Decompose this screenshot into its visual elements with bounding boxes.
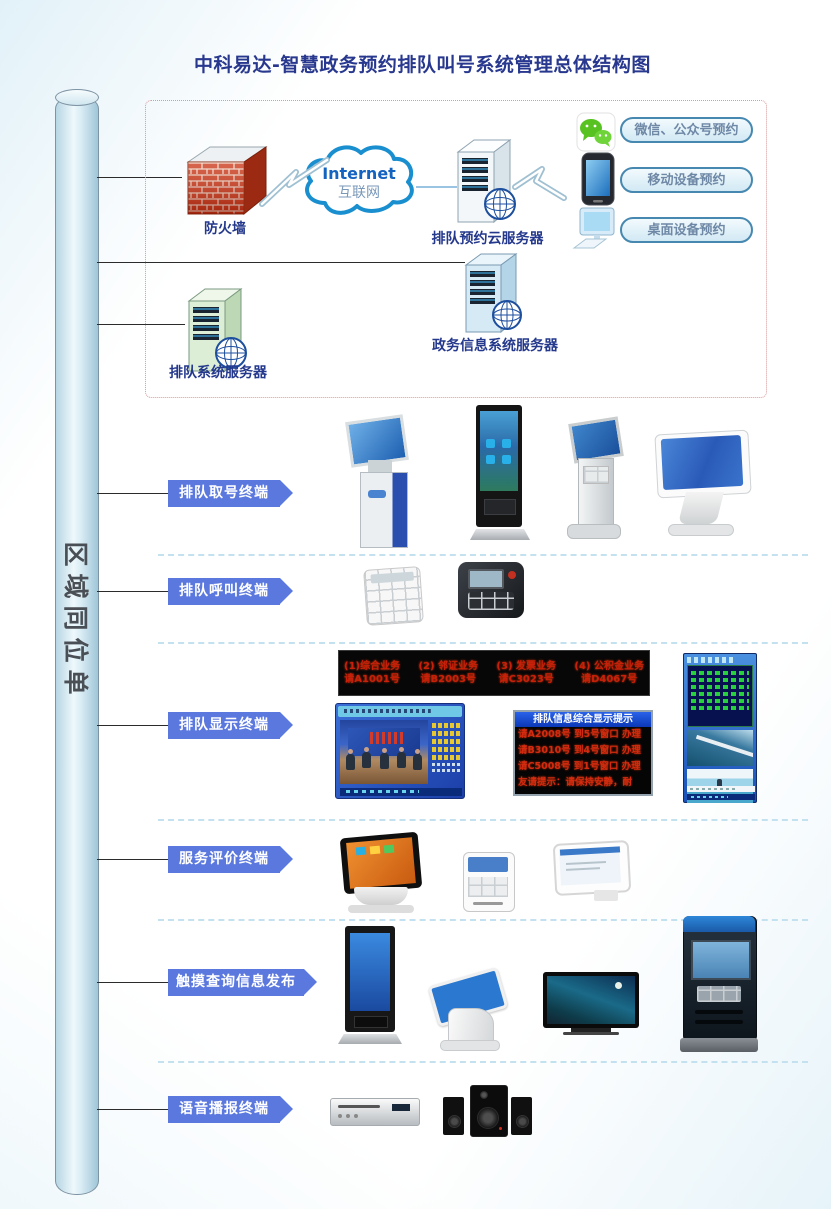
connector-line bbox=[97, 982, 168, 983]
row-separator bbox=[158, 819, 808, 821]
queue-info-display: 排队信息综合显示提示 请A2008号 到5号窗口 办理 请B3010号 到4号窗… bbox=[513, 710, 653, 796]
row-separator bbox=[158, 554, 808, 556]
channel-pill-desktop: 桌面设备预约 bbox=[620, 217, 753, 243]
pipe-label-char: 同 bbox=[61, 605, 90, 631]
gov-server-icon bbox=[464, 253, 522, 334]
led-number: 请D4067号 bbox=[581, 674, 638, 685]
connector-line bbox=[97, 493, 168, 494]
row-separator bbox=[158, 642, 808, 644]
hall-tv-queue-list bbox=[431, 720, 462, 784]
signage-queue-list bbox=[687, 665, 753, 727]
signage-ticker bbox=[687, 794, 755, 800]
desktop-icon bbox=[572, 207, 615, 249]
connector-line bbox=[97, 725, 168, 726]
led-number: 请C3023号 bbox=[498, 674, 554, 685]
channel-pill-wechat: 微信、公众号预约 bbox=[620, 117, 753, 143]
queue-server-icon bbox=[187, 288, 247, 373]
terminal-label-voice: 语音播报终端 bbox=[168, 1096, 293, 1123]
terminal-label-touch: 触摸查询信息发布 bbox=[168, 969, 317, 996]
hall-tv-video bbox=[340, 720, 428, 784]
info-display-header: 排队信息综合显示提示 bbox=[515, 712, 651, 727]
vertical-signage bbox=[683, 653, 757, 803]
channel-pill-mobile: 移动设备预约 bbox=[620, 167, 753, 193]
led-service: (2) 邻证业务 bbox=[418, 661, 479, 672]
ticket-kiosk-1 bbox=[340, 414, 425, 548]
info-display-line: 请C5008号 到1号窗口 办理 bbox=[518, 761, 641, 772]
mobile-icon bbox=[581, 152, 615, 206]
terminal-label-calling: 排队呼叫终端 bbox=[168, 578, 293, 605]
gov-server-label: 政务信息系统服务器 bbox=[432, 338, 558, 354]
region-pipe bbox=[55, 95, 99, 1195]
firewall-icon bbox=[186, 146, 268, 216]
terminal-label-evaluate: 服务评价终端 bbox=[168, 846, 293, 873]
touch-table-kiosk bbox=[426, 966, 509, 1051]
terminal-label-display: 排队显示终端 bbox=[168, 712, 293, 739]
led-board: (1)综合业务请A1001号 (2) 邻证业务请B2003号 (3) 发票业务请… bbox=[338, 650, 650, 696]
connector-line bbox=[97, 591, 168, 592]
pipe-label-char: 域 bbox=[61, 573, 90, 599]
diagram-title: 中科易达-智慧政务预约排队叫号系统管理总体结构图 bbox=[194, 54, 651, 76]
signage-titlebar bbox=[687, 657, 734, 663]
connector-line bbox=[97, 262, 465, 263]
pipe-label-char: 区 bbox=[61, 541, 90, 567]
internet-cloud: Internet 互联网 bbox=[305, 145, 414, 215]
led-number: 请A1001号 bbox=[344, 674, 400, 685]
info-display-line: 请B3010号 到4号窗口 办理 bbox=[518, 745, 641, 756]
led-service: (4) 公积金业务 bbox=[574, 661, 644, 672]
hall-tv-titlebar bbox=[338, 706, 462, 717]
voice-player bbox=[330, 1098, 420, 1126]
connector-line bbox=[97, 1109, 168, 1110]
hall-tv-ticker bbox=[340, 788, 462, 796]
cloud-zone-border bbox=[145, 100, 767, 398]
ticket-kiosk-3 bbox=[567, 416, 624, 542]
row-separator bbox=[158, 1061, 808, 1063]
connector-line bbox=[97, 859, 168, 860]
terminal-label-ticket: 排队取号终端 bbox=[168, 480, 293, 507]
cloud-server-label: 排队预约云服务器 bbox=[431, 231, 544, 247]
ticket-kiosk-2 bbox=[470, 405, 530, 548]
atm-kiosk bbox=[680, 916, 761, 1054]
led-service: (1)综合业务 bbox=[344, 661, 401, 672]
internet-cn-label: 互联网 bbox=[338, 185, 380, 201]
signage-caption bbox=[687, 786, 755, 792]
hall-display-tv bbox=[335, 703, 465, 799]
info-display-line: 友请提示：请保持安静，耐 bbox=[518, 777, 633, 788]
internet-label: Internet bbox=[322, 164, 396, 183]
ticket-kiosk-4 bbox=[652, 429, 754, 536]
firewall-label: 防火墙 bbox=[204, 221, 246, 237]
cloud-server-icon bbox=[456, 139, 516, 224]
led-service: (3) 发票业务 bbox=[496, 661, 557, 672]
evaluator-desk-unit bbox=[463, 852, 515, 912]
voice-speakers bbox=[443, 1083, 533, 1137]
evaluator-tablet-stand bbox=[339, 831, 425, 915]
pipe-label-char: 位 bbox=[61, 637, 90, 663]
led-number: 请B2003号 bbox=[420, 674, 476, 685]
calling-console bbox=[458, 562, 524, 618]
wechat-icon bbox=[576, 112, 616, 152]
region-pipe-cap bbox=[55, 89, 99, 106]
info-display-line: 请A2008号 到5号窗口 办理 bbox=[518, 729, 642, 740]
queue-server-label: 排队系统服务器 bbox=[169, 365, 267, 381]
info-tv bbox=[543, 972, 639, 1040]
touch-kiosk-vertical bbox=[338, 926, 402, 1052]
pipe-label-char: 单 bbox=[61, 669, 90, 695]
evaluator-tablet bbox=[552, 840, 632, 906]
row-separator bbox=[158, 919, 808, 921]
connector-line bbox=[97, 324, 185, 325]
signage-photo-ocean bbox=[687, 730, 753, 766]
connector-line bbox=[97, 177, 182, 178]
calling-keypad bbox=[363, 566, 424, 626]
